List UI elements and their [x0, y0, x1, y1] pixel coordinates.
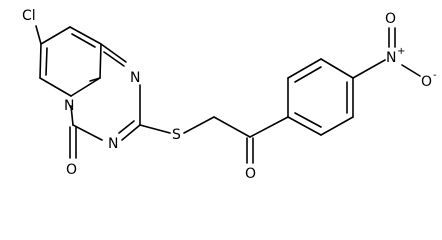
nitro-n-label: N: [386, 50, 396, 66]
ch2-co-bond: [213, 116, 251, 138]
chemical-structure-diagram: Cl N N N O S O N + O: [22, 8, 437, 182]
nitro-o-right-bond: [401, 64, 421, 77]
ring-carbonyl-o-label: O: [66, 162, 77, 178]
n-ring-upper-label: N: [130, 70, 140, 86]
aryl-nitro-bond: [352, 59, 386, 79]
nitro-o-top-label: O: [385, 11, 396, 27]
triazinone-ring: [70, 43, 141, 141]
nitro-o-right-charge: -: [433, 70, 437, 81]
sulfur-label: S: [172, 127, 181, 143]
nitro-n-charge: +: [397, 46, 405, 57]
nitro-o-right-label: O: [421, 74, 432, 90]
co-aryl-bond: [249, 116, 289, 138]
c-cl-bond: [35, 25, 42, 45]
phenyl-ring: [287, 58, 354, 136]
c-s-bond: [139, 124, 171, 134]
pyridine-ring: [39, 26, 102, 97]
ketone-o-label: O: [245, 166, 256, 182]
n-ring-lower-label: N: [108, 136, 118, 152]
s-ch2-bond: [183, 116, 215, 134]
n-bridgehead-label: N: [64, 98, 74, 114]
chlorine-label: Cl: [22, 8, 36, 24]
